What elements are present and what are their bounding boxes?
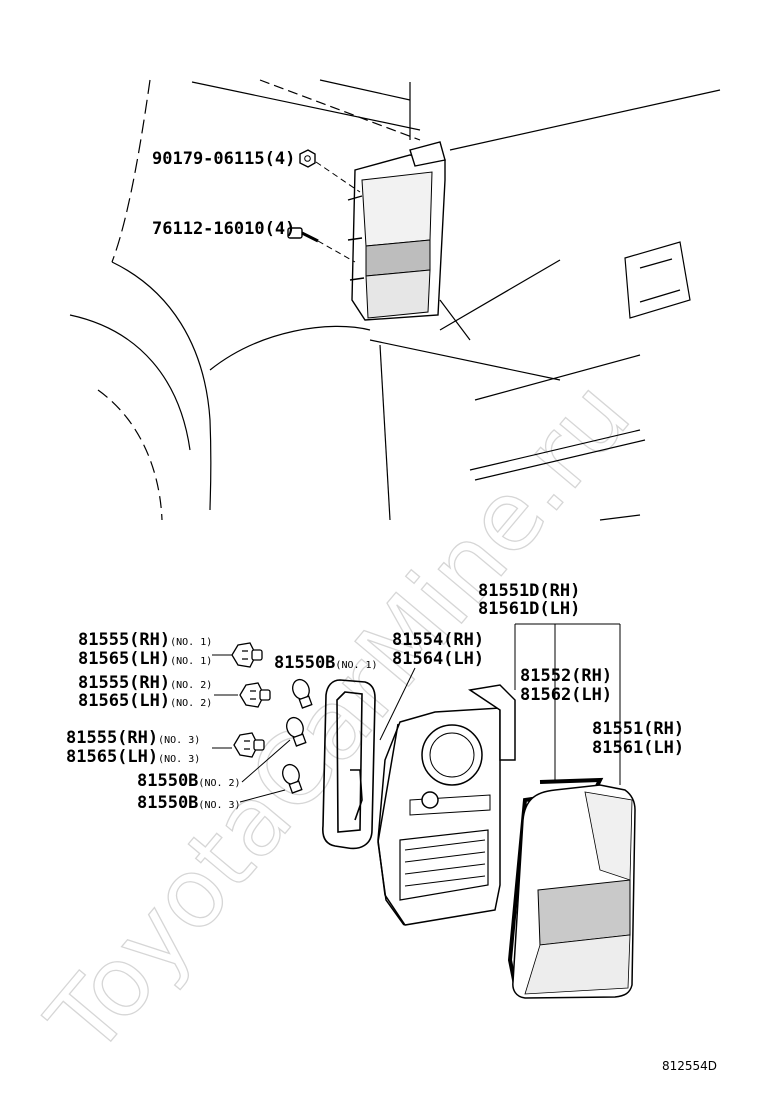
installed-tail-lamp [347,141,446,321]
nut-part-number: 90179-06115(4) [152,149,295,169]
outer-lens [512,784,636,999]
label-socket-2-lh: 81565(LH)(NO. 2) [78,691,212,711]
socket-leaders [212,654,238,749]
label-socket-2: 81555(RH)(NO. 2) 81565(LH)(NO. 2) [78,673,212,711]
label-housing-lh: 81564(LH) [392,649,484,669]
label-housing: 81554(RH) 81564(LH) [392,630,484,669]
label-bulb-2: 81550B(NO. 2) [137,771,241,791]
socket-icon [231,642,271,758]
label-socket-1: 81555(RH)(NO. 1) 81565(LH)(NO. 1) [78,630,212,669]
label-socket-1-rh: 81555(RH)(NO. 1) [78,630,212,650]
screw-part-number: 76112-16010(4) [152,219,295,239]
vehicle-body-outline [69,79,721,521]
label-housing-rh: 81554(RH) [392,630,484,650]
nut-icon [299,149,316,168]
label-body-assy: 81551D(RH) 81561D(LH) [478,581,580,619]
label-lens-rh: 81551(RH) [592,719,684,739]
bulb-leaders [239,739,291,803]
screw-leader [317,240,356,263]
nut-leader [315,161,361,193]
label-bulb-3: 81550B(NO. 3) [137,793,241,813]
bulb-icon [282,678,313,794]
label-socket-2-rh: 81555(RH)(NO. 2) [78,673,212,693]
screw-icon [287,227,319,243]
label-body-assy-lh: 81561D(LH) [478,599,580,619]
label-lens-lh: 81561(LH) [592,738,684,758]
label-gasket: 81552(RH) 81562(LH) [520,666,612,705]
label-gasket-lh: 81562(LH) [520,685,612,705]
label-gasket-rh: 81552(RH) [520,666,612,686]
label-socket-1-lh: 81565(LH)(NO. 1) [78,649,212,669]
label-socket-3: 81555(RH)(NO. 3) 81565(LH)(NO. 3) [66,728,200,767]
label-body-assy-rh: 81551D(RH) [478,581,580,601]
lamp-housing [377,684,516,926]
label-bulb-1: 81550B(NO. 1) [274,653,378,673]
diagram-code: 812554D [662,1059,717,1073]
label-socket-3-lh: 81565(LH)(NO. 3) [66,747,200,767]
assembly-leaders [379,623,621,785]
label-lens: 81551(RH) 81561(LH) [592,719,684,758]
label-socket-3-rh: 81555(RH)(NO. 3) [66,728,200,748]
housing-gasket [322,679,376,850]
